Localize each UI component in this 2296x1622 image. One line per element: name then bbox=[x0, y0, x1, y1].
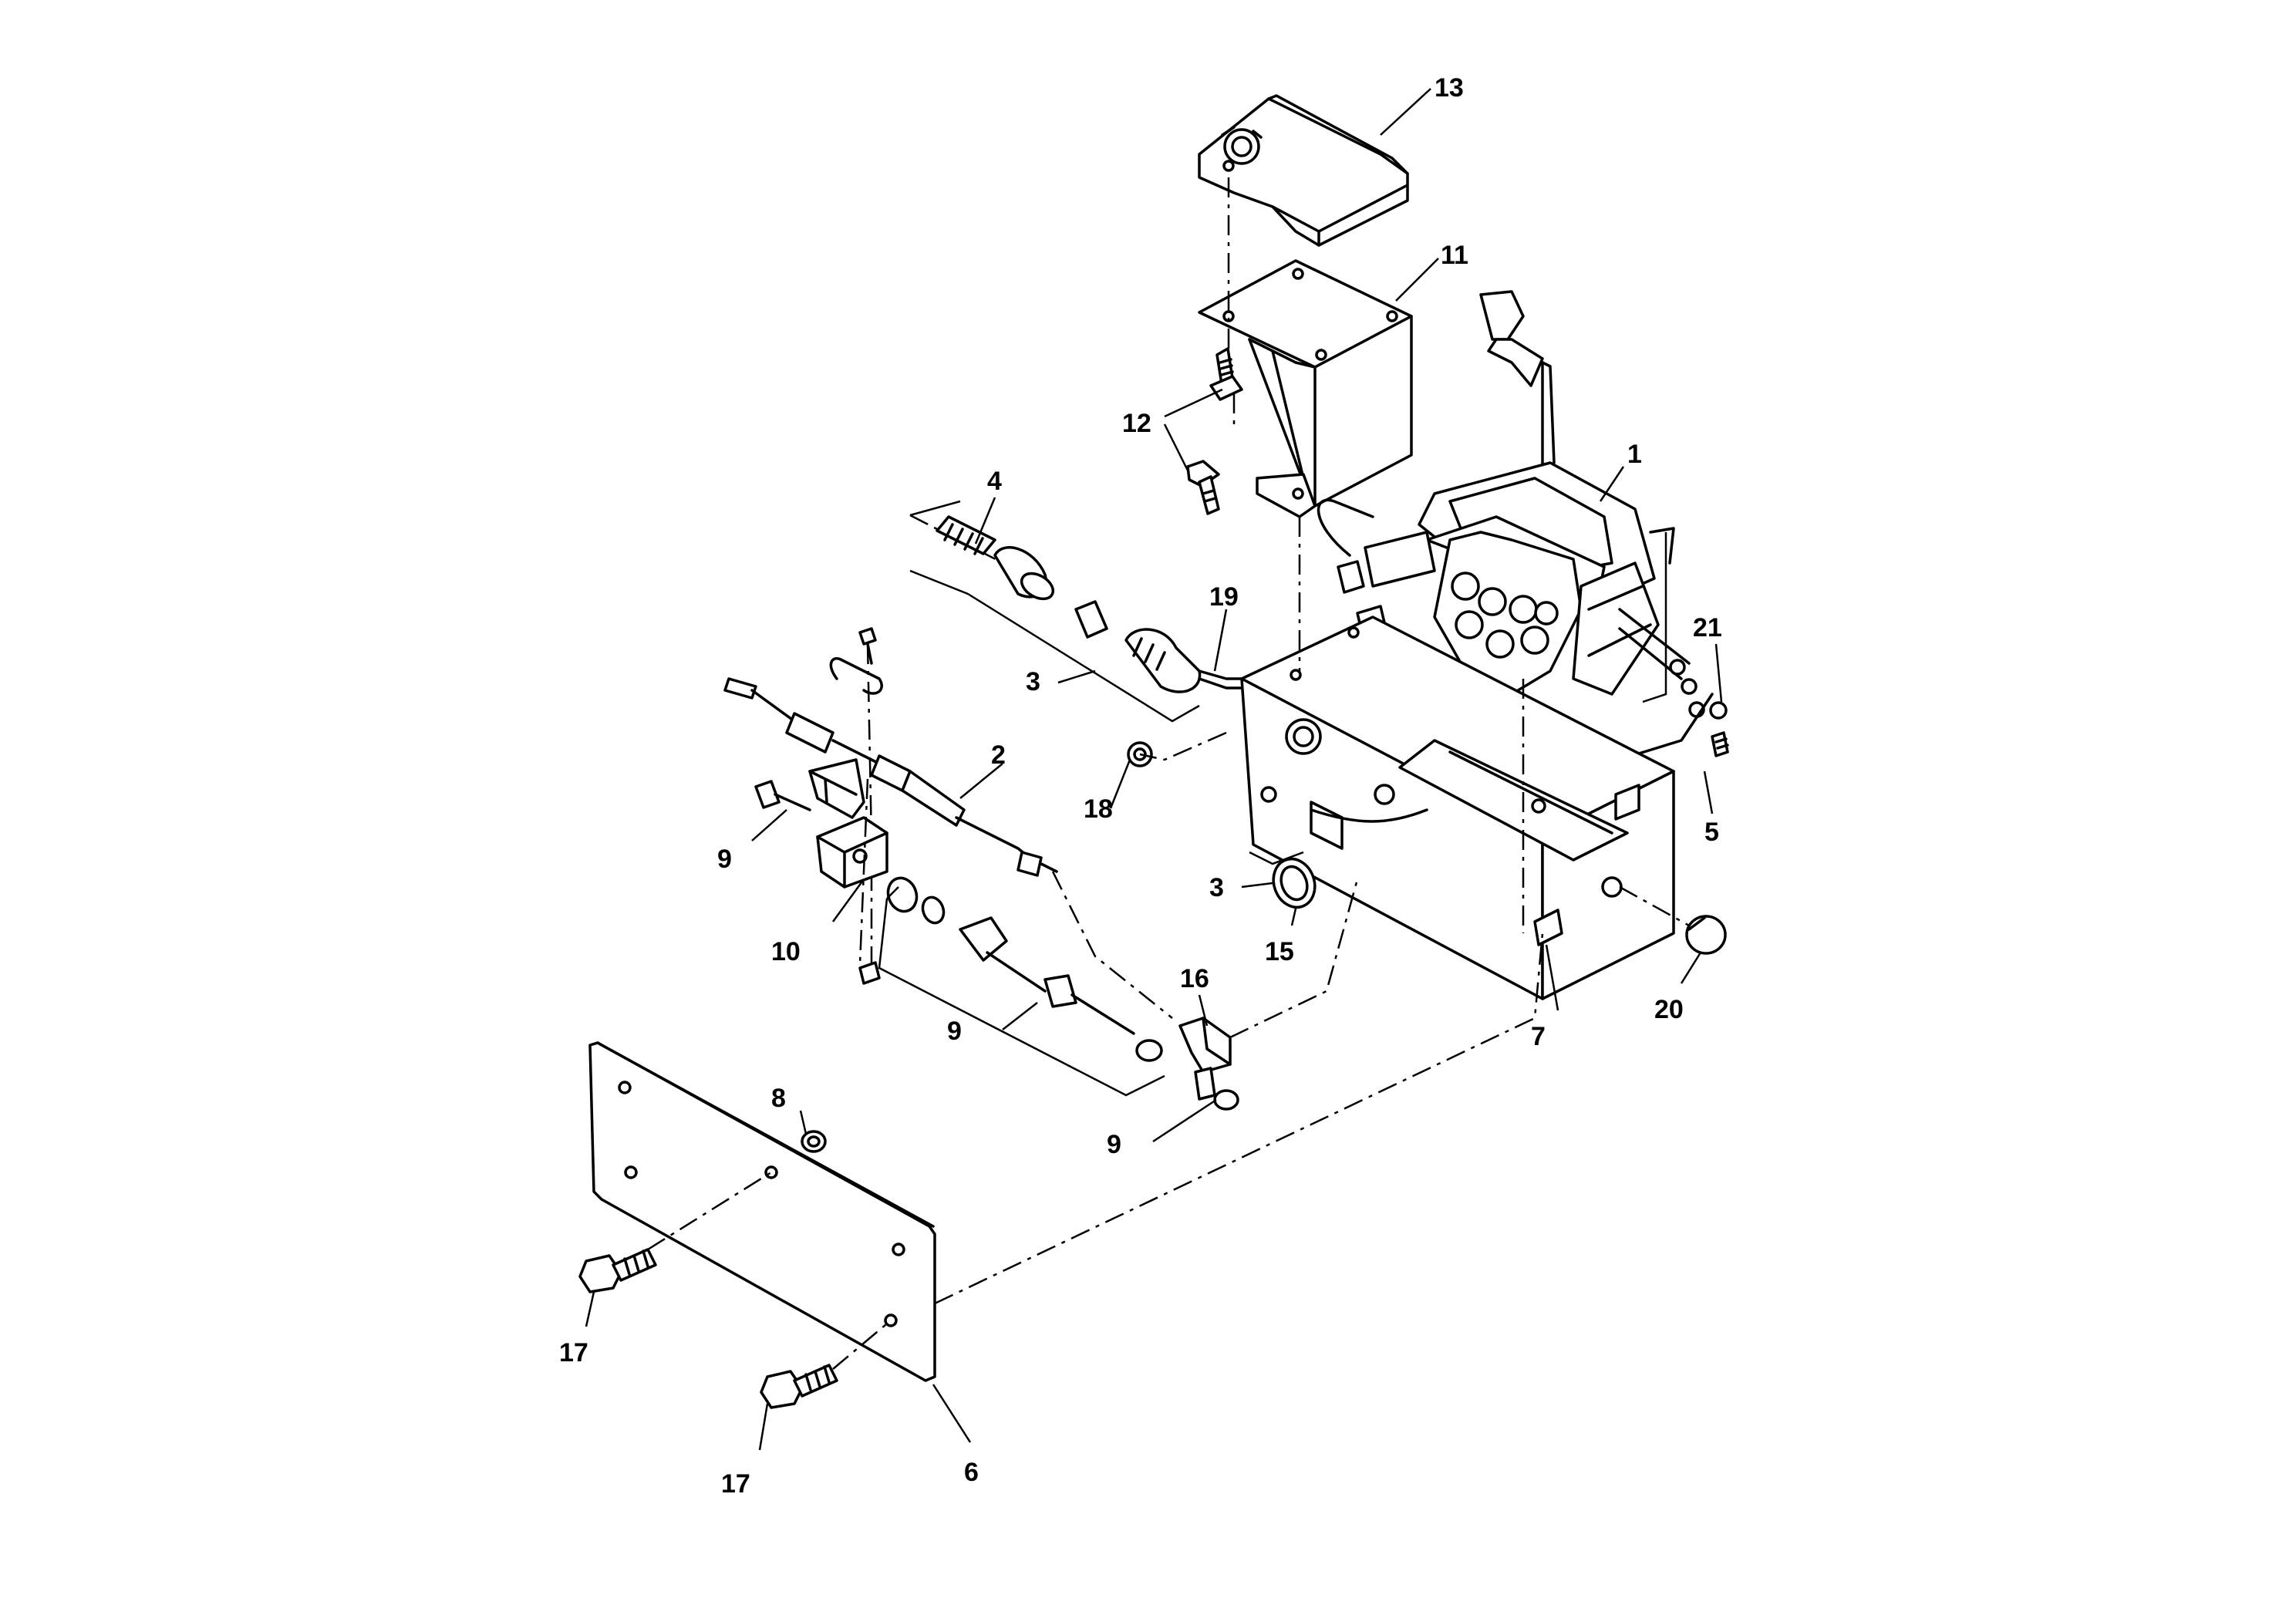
callouts: 13 11 12 1 4 19 21 3 2 18 5 9 3 10 15 16… bbox=[559, 73, 1722, 1499]
grouping-brackets bbox=[878, 500, 1667, 1097]
main-housing bbox=[1240, 615, 1729, 1000]
callout-18: 18 bbox=[1084, 794, 1113, 824]
callout-9-lower: 9 bbox=[1107, 1130, 1121, 1159]
callout-9-left: 9 bbox=[717, 845, 732, 874]
callout-17-lower: 17 bbox=[721, 1469, 750, 1499]
callout-11: 11 bbox=[1441, 241, 1468, 270]
part-1-lever-control bbox=[1317, 290, 1714, 773]
callout-20: 20 bbox=[1654, 995, 1684, 1024]
callout-6: 6 bbox=[964, 1458, 979, 1487]
callout-13: 13 bbox=[1435, 73, 1464, 103]
callout-2: 2 bbox=[991, 740, 1006, 770]
callout-3-lower: 3 bbox=[1209, 873, 1224, 902]
callout-10: 10 bbox=[771, 937, 801, 966]
part-13-cover bbox=[1198, 94, 1409, 247]
callout-21: 21 bbox=[1693, 613, 1722, 642]
part-12-screws bbox=[1186, 347, 1243, 515]
callout-3-upper: 3 bbox=[1026, 667, 1040, 696]
callout-19: 19 bbox=[1209, 582, 1239, 612]
callout-7: 7 bbox=[1531, 1022, 1546, 1051]
callout-4: 4 bbox=[987, 467, 1002, 496]
leader-lines bbox=[585, 88, 1723, 1451]
part-16-clamp bbox=[1178, 1017, 1239, 1111]
callout-17-upper: 17 bbox=[559, 1338, 588, 1367]
callout-5: 5 bbox=[1704, 818, 1719, 847]
part-4-19-cable-upper bbox=[909, 514, 1270, 696]
callout-12: 12 bbox=[1122, 409, 1151, 438]
assembly-center-lines bbox=[647, 177, 1690, 1370]
callout-15: 15 bbox=[1265, 937, 1294, 966]
part-17-bolts bbox=[578, 1248, 838, 1409]
part-18-15-20-small-items bbox=[1127, 741, 1727, 955]
part-2-cable bbox=[723, 627, 1058, 972]
callout-16: 16 bbox=[1180, 964, 1209, 993]
callout-1: 1 bbox=[1627, 440, 1642, 469]
callout-9-middle: 9 bbox=[947, 1017, 962, 1046]
part-11-bracket bbox=[1198, 259, 1413, 518]
callout-8: 8 bbox=[771, 1084, 786, 1113]
part-9-10-lower-cable bbox=[754, 780, 1163, 1062]
part-6-plate bbox=[588, 1041, 936, 1382]
